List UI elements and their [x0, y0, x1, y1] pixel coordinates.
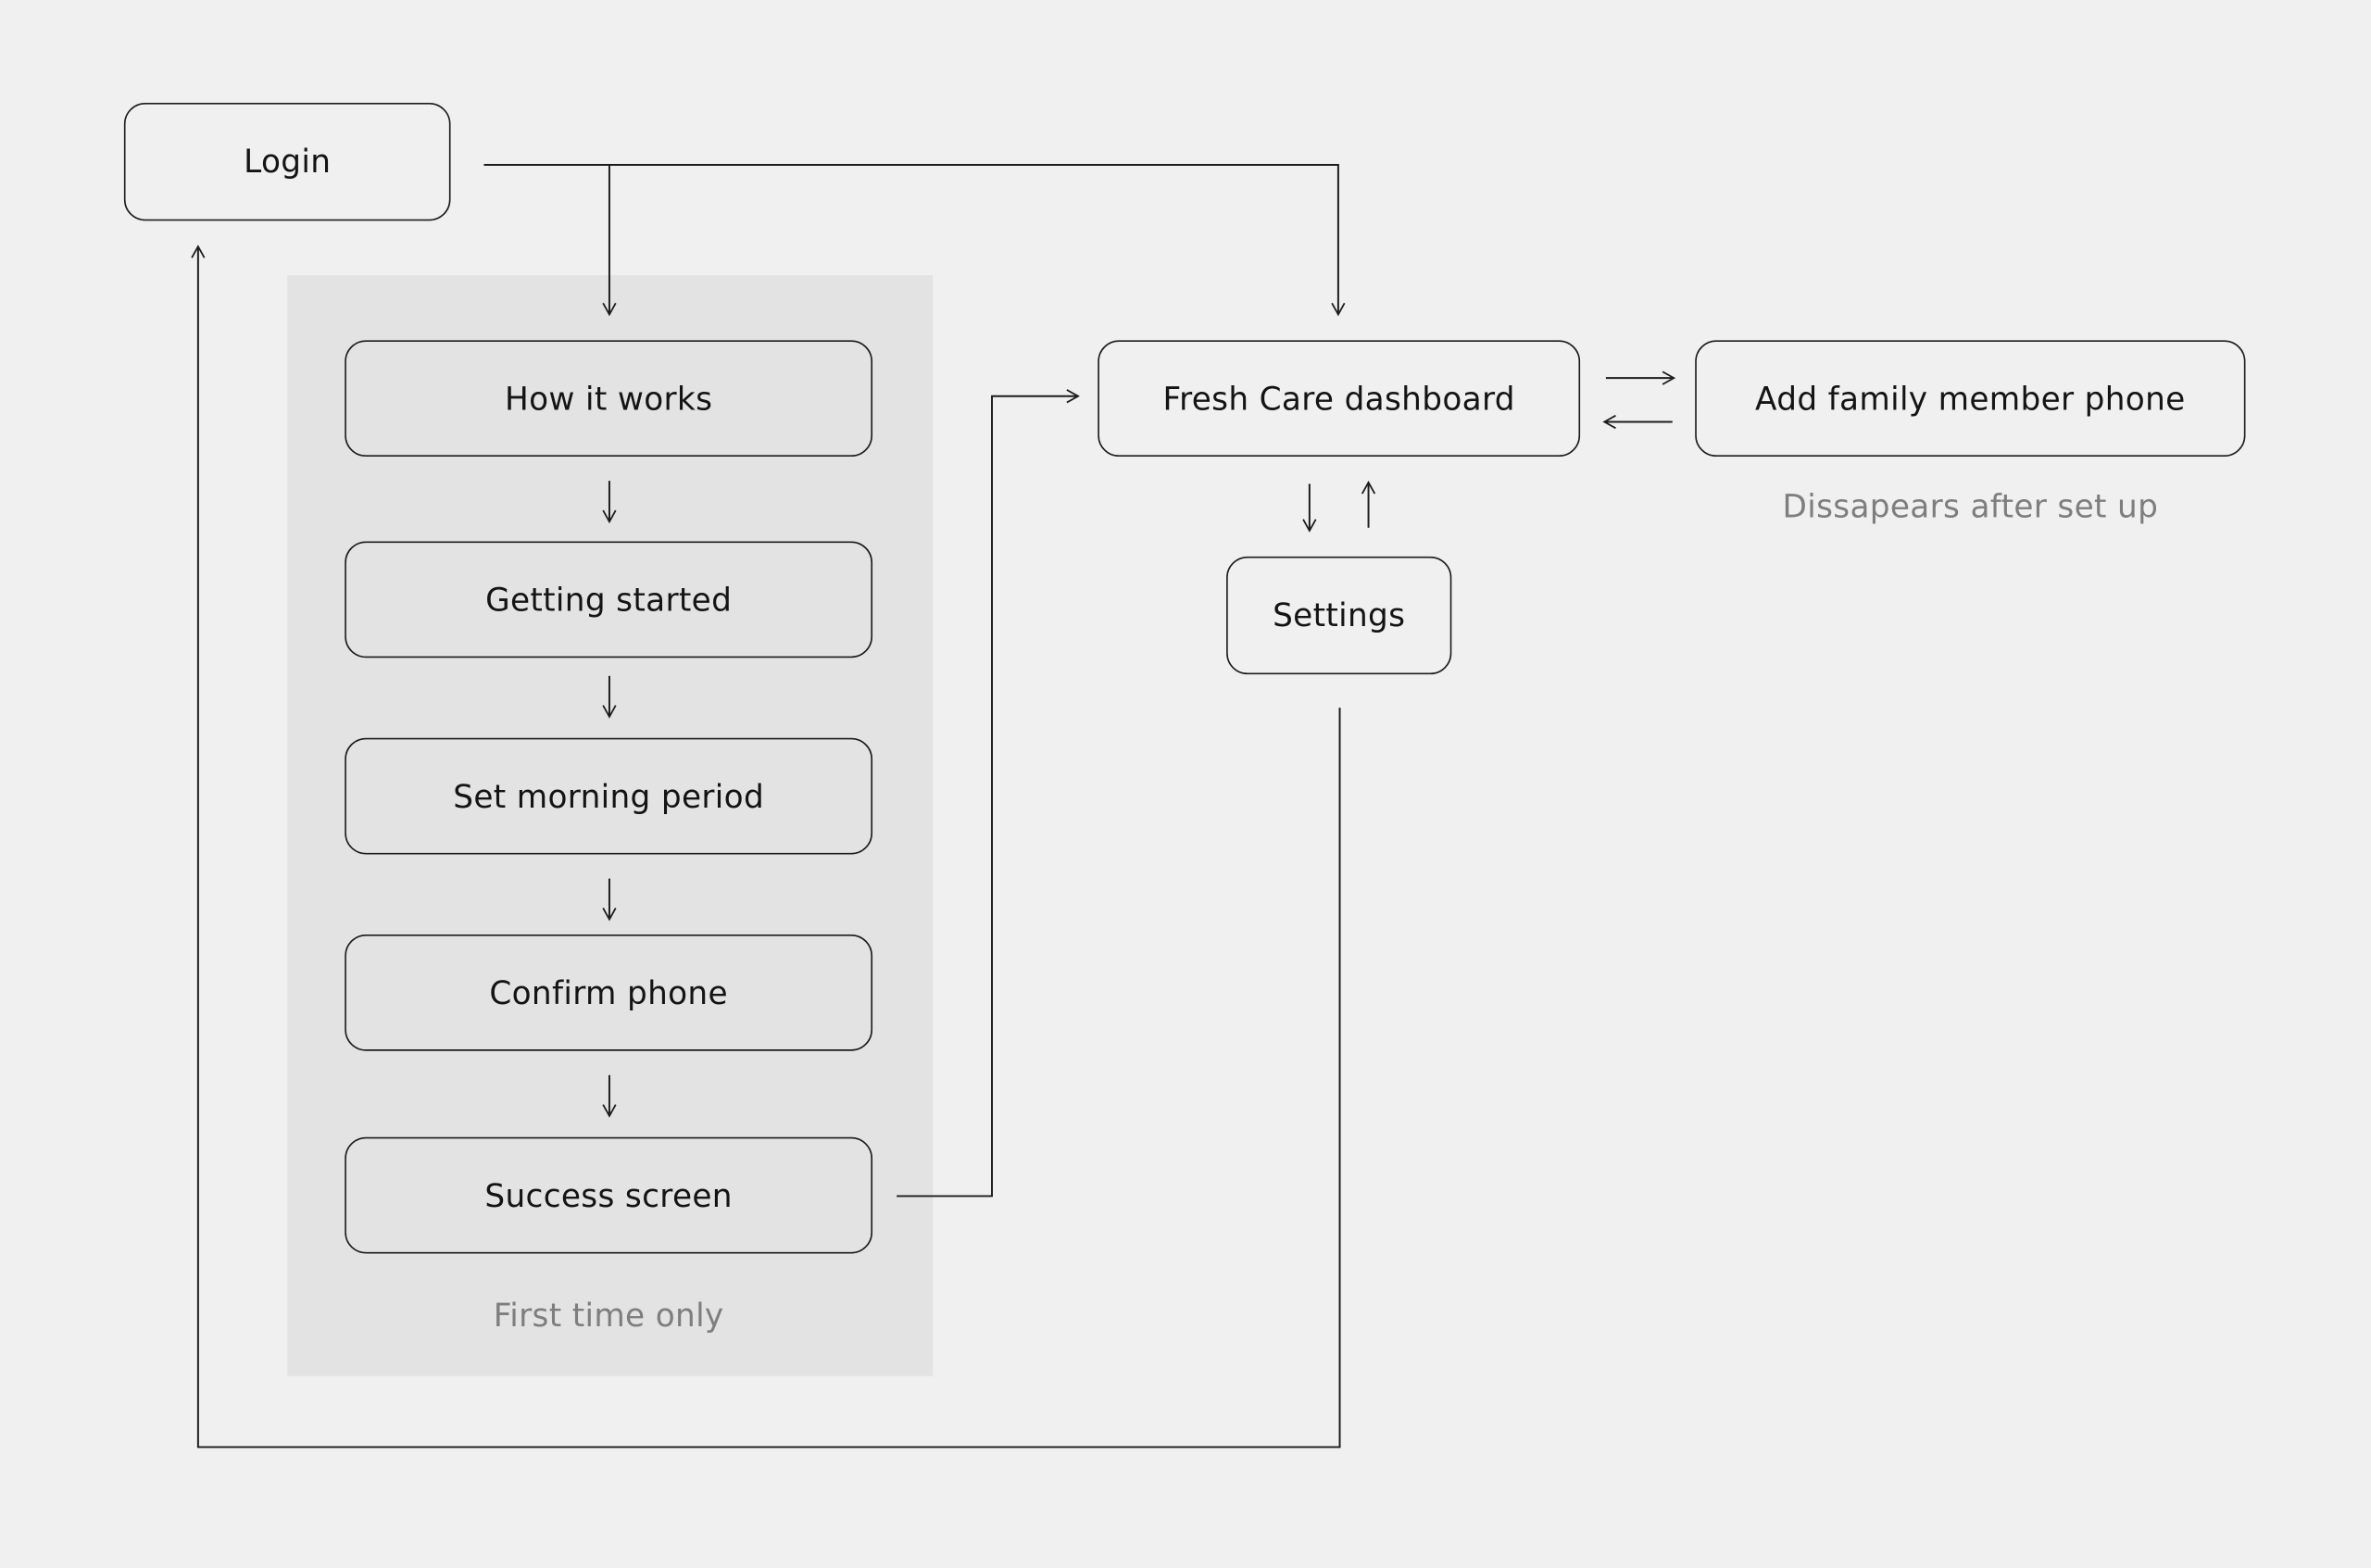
fresh-care-dashboard-label: Fresh Care dashboard: [1162, 380, 1515, 417]
confirm-phone-node[interactable]: Confirm phone: [345, 934, 873, 1051]
connector-settings-to-login: [191, 245, 1341, 1449]
how-it-works-label: How it works: [504, 380, 713, 417]
settings-node[interactable]: Settings: [1226, 556, 1452, 675]
fresh-care-dashboard-node[interactable]: Fresh Care dashboard: [1098, 340, 1581, 458]
login-node[interactable]: Login: [123, 103, 451, 221]
dissapears-after-set-up-caption: Dissapears after set up: [1782, 488, 2159, 525]
getting-started-node[interactable]: Getting started: [345, 541, 873, 659]
connector-login-to-dashboard: [483, 163, 1346, 317]
login-label: Login: [244, 144, 332, 181]
first-time-only-caption: First time only: [493, 1297, 724, 1334]
set-morning-period-label: Set morning period: [453, 777, 765, 815]
add-family-member-phone-label: Add family member phone: [1755, 380, 2186, 417]
confirm-phone-label: Confirm phone: [489, 974, 728, 1011]
how-it-works-node[interactable]: How it works: [345, 340, 873, 458]
getting-started-label: Getting started: [485, 581, 733, 618]
success-screen-node[interactable]: Success screen: [345, 1136, 873, 1254]
set-morning-period-node[interactable]: Set morning period: [345, 737, 873, 855]
success-screen-label: Success screen: [484, 1177, 733, 1214]
add-family-member-phone-node[interactable]: Add family member phone: [1695, 340, 2246, 458]
connector-success-to-dashboard: [897, 389, 1080, 1198]
settings-label: Settings: [1273, 596, 1406, 634]
